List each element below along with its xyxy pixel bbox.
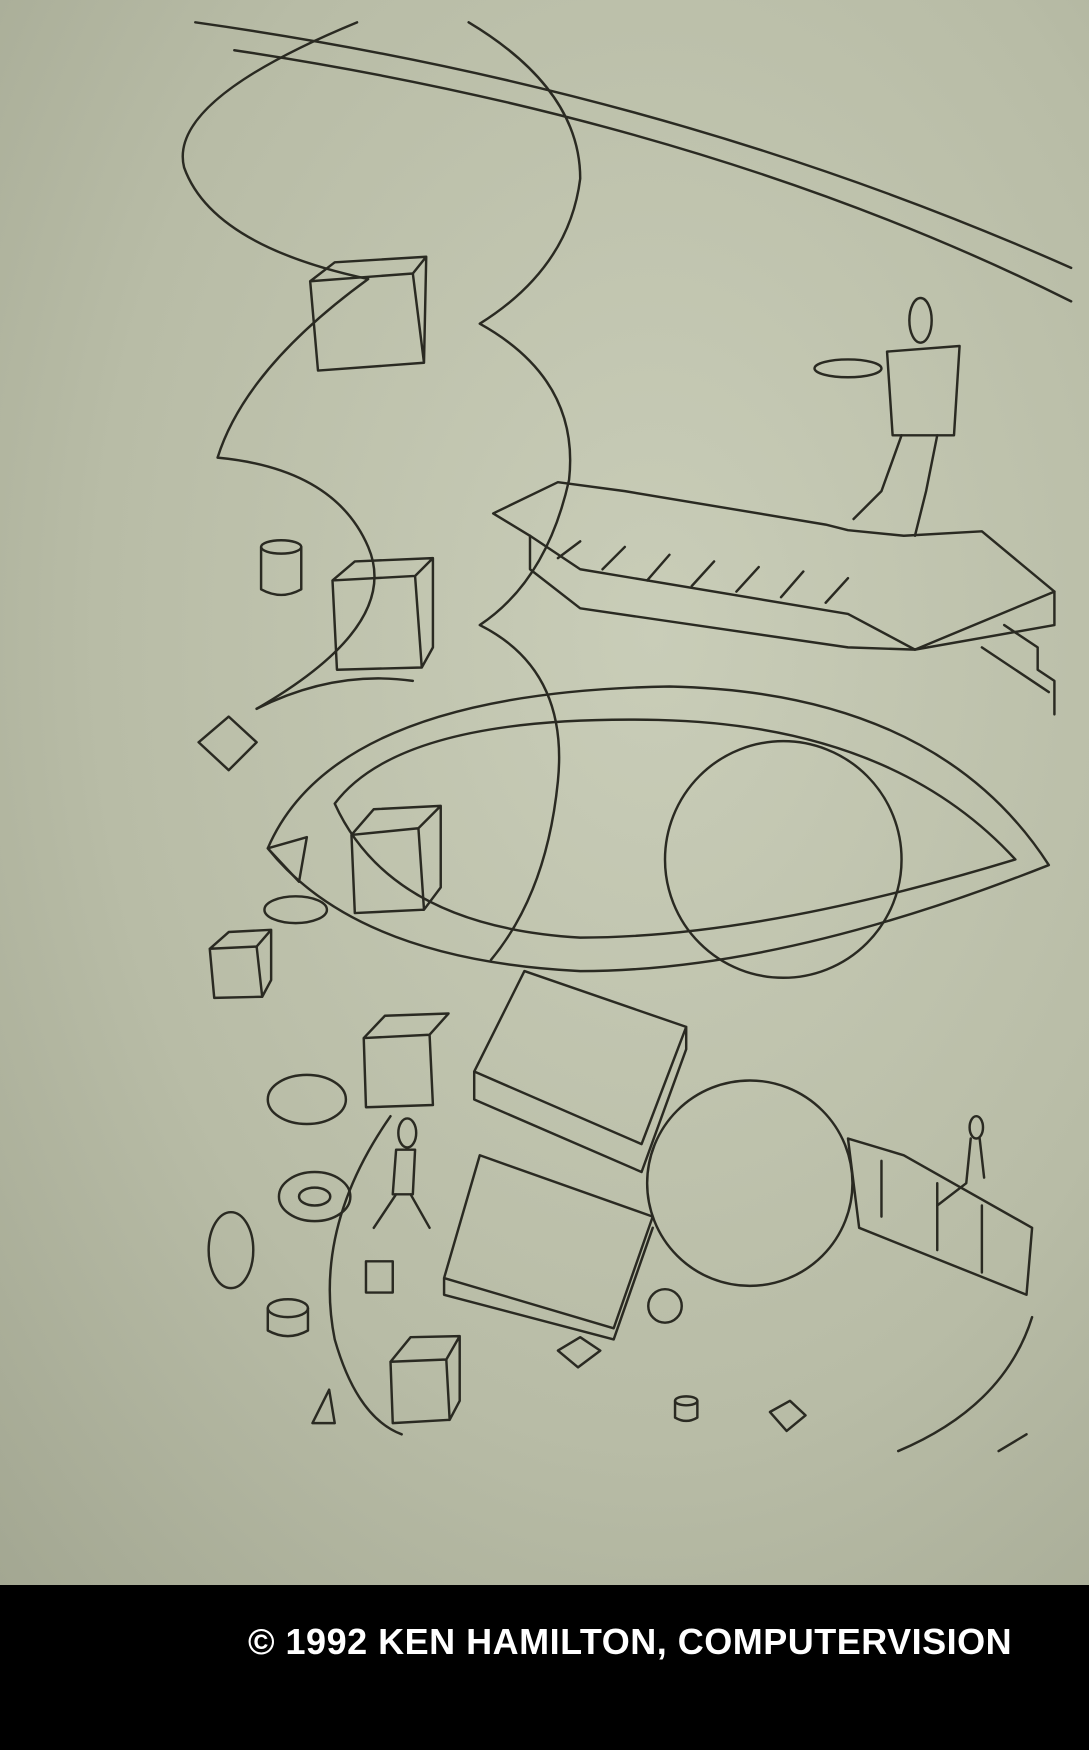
waiter-figure xyxy=(813,296,961,538)
small-cube xyxy=(556,1335,602,1369)
loop xyxy=(266,1073,348,1126)
ribbon-curve xyxy=(255,677,415,711)
top-arc-line xyxy=(233,49,1073,303)
sweep-curve xyxy=(997,1433,1028,1453)
ring xyxy=(297,1186,332,1207)
cube xyxy=(308,255,428,372)
cube xyxy=(197,715,258,772)
sphere xyxy=(645,1079,854,1288)
small-cube xyxy=(768,1399,807,1433)
cube xyxy=(362,1012,450,1109)
cube xyxy=(208,928,273,1000)
sweep-curve xyxy=(896,1315,1034,1453)
caption-band: © 1992 KEN HAMILTON, COMPUTERVISION xyxy=(0,1585,1089,1750)
walking-figure xyxy=(364,1117,431,1294)
sweep-curve xyxy=(328,1114,403,1436)
cube xyxy=(389,1334,461,1425)
cylinder xyxy=(266,1298,310,1338)
disc xyxy=(207,1210,255,1290)
top-arc-line xyxy=(194,21,1073,270)
platform xyxy=(442,1154,654,1341)
cylinder xyxy=(673,1395,699,1423)
loop xyxy=(263,895,329,925)
cube xyxy=(331,556,435,671)
cube xyxy=(350,804,442,915)
staircase xyxy=(491,480,1056,716)
seated-figure xyxy=(936,1114,986,1207)
ring xyxy=(277,1170,352,1223)
ribbon-curve xyxy=(181,21,376,711)
eye-shape xyxy=(266,685,1051,980)
steps-lower xyxy=(846,1137,1034,1297)
cylinder xyxy=(259,539,303,597)
small-ball xyxy=(647,1287,683,1324)
line-drawing-artwork xyxy=(0,0,1089,1585)
ribbon-curve xyxy=(467,21,582,962)
cone xyxy=(311,1388,336,1425)
copyright-caption: © 1992 KEN HAMILTON, COMPUTERVISION xyxy=(248,1621,1013,1662)
platform xyxy=(472,969,688,1174)
